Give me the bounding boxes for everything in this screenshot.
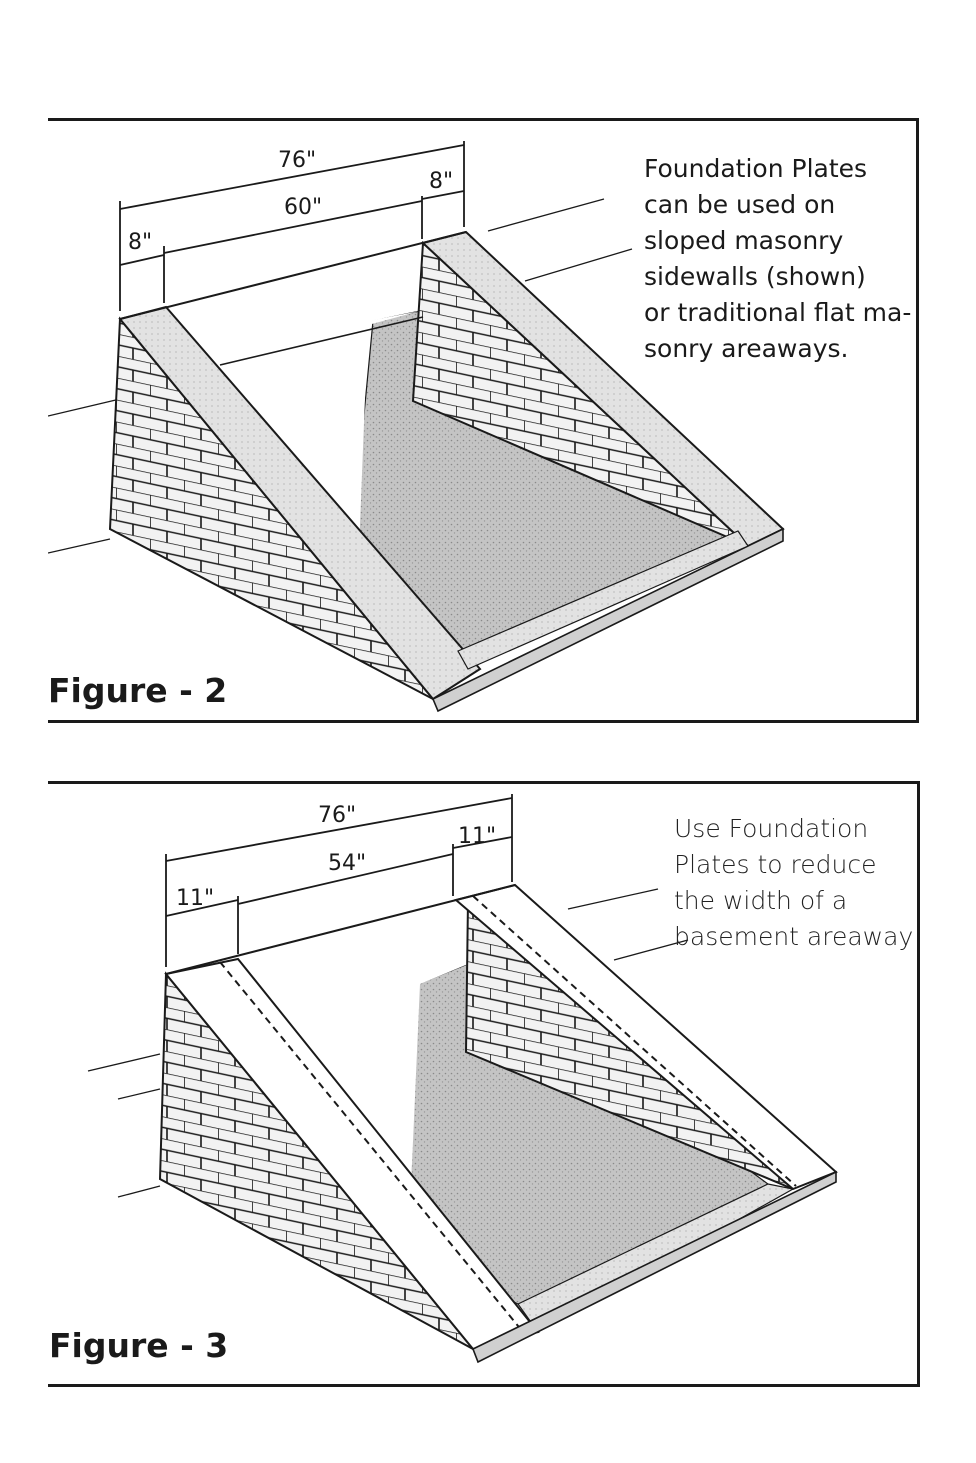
figure-3-label: Figure - 3 bbox=[49, 1326, 229, 1365]
figure-3-panel: 76" 54" 11" 11" Use Foundation Plates to… bbox=[48, 781, 920, 1387]
dim-opening-60: 60" bbox=[284, 195, 322, 220]
dim-opening-54: 54" bbox=[328, 851, 366, 876]
floor-front-plate bbox=[457, 530, 749, 670]
dim-left-plate-11: 11" bbox=[176, 886, 214, 911]
figure-2-caption: Foundation Plates can be used on sloped … bbox=[644, 154, 912, 363]
dimension-lines bbox=[119, 141, 465, 311]
figure-2-illustration: 76" 60" 8" 8" bbox=[48, 141, 785, 713]
figure-2-label: Figure - 2 bbox=[48, 671, 228, 710]
figure-3-illustration: 76" 54" 11" 11" bbox=[87, 794, 838, 1364]
grade-lines bbox=[87, 888, 689, 1198]
right-plate-dashed-line bbox=[472, 895, 797, 1187]
front-plate-edge bbox=[471, 1170, 837, 1364]
grade-lines bbox=[48, 198, 633, 554]
dim-left-plate-8: 8" bbox=[128, 230, 152, 255]
dim-overall-76: 76" bbox=[318, 803, 356, 828]
figure-3-caption: Use Foundation Plates to reduce the widt… bbox=[674, 814, 914, 951]
front-plate-edge bbox=[431, 527, 784, 713]
dim-right-plate-11: 11" bbox=[458, 824, 496, 849]
left-plate-dashed-line bbox=[219, 961, 524, 1333]
figure-2-panel: 76" 60" 8" 8" Foundation Plates can be u… bbox=[48, 118, 919, 723]
areaway-opening bbox=[220, 311, 420, 583]
dim-right-plate-8: 8" bbox=[429, 169, 453, 194]
dimension-lines bbox=[165, 794, 513, 967]
dim-overall-76: 76" bbox=[278, 148, 316, 173]
